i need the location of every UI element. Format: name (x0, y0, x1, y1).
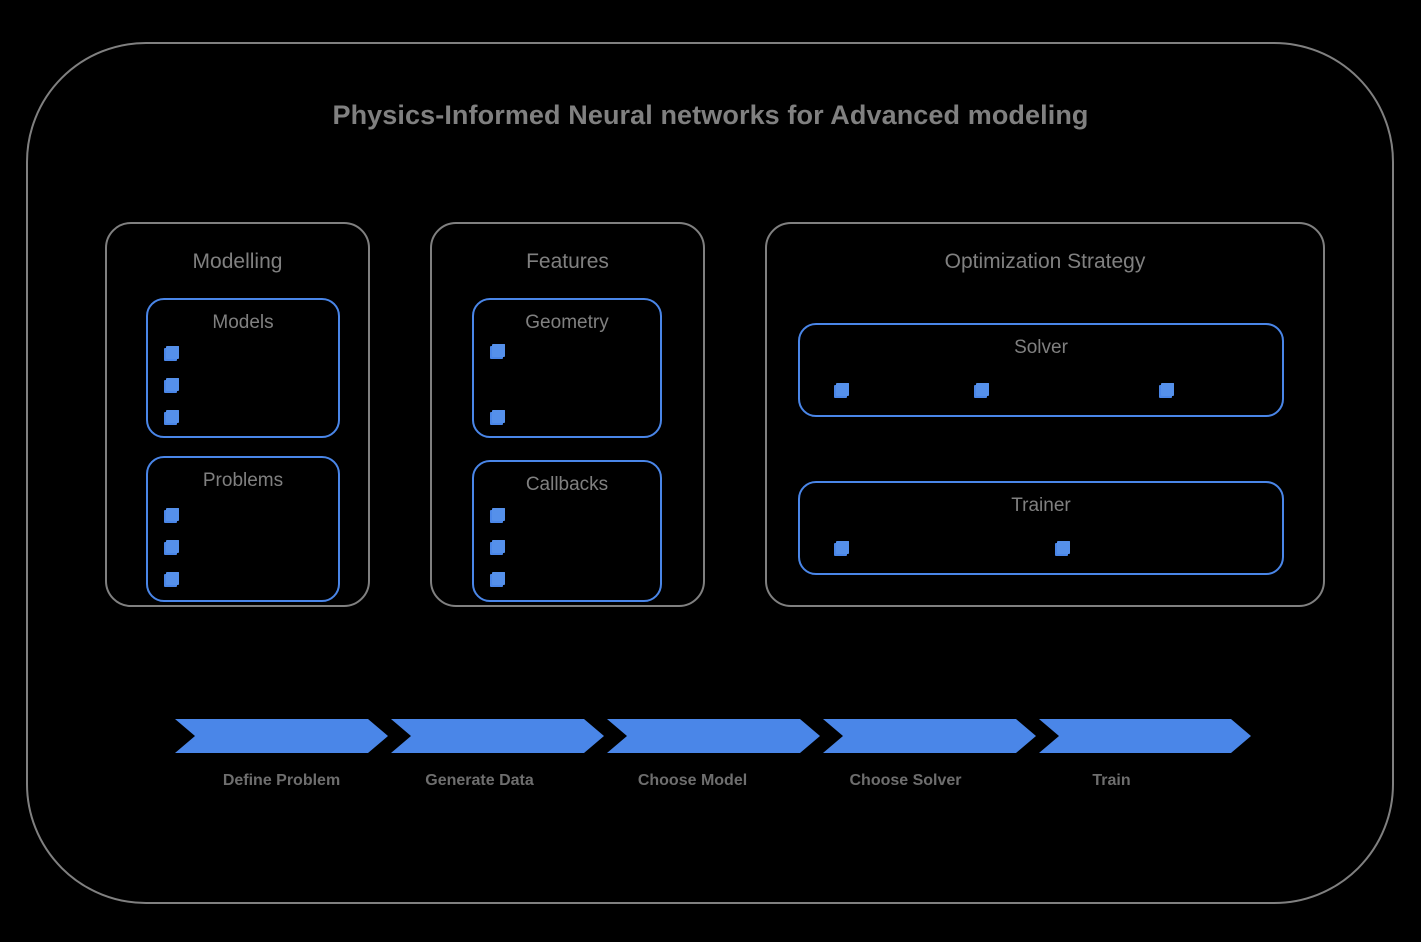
card-title-solver: Solver (1014, 337, 1068, 358)
bullet-item (834, 541, 849, 556)
bullet-item (164, 508, 179, 523)
workflow-chevron-bar (175, 719, 1215, 753)
workflow-step-chevron-5[interactable] (1039, 719, 1251, 753)
workflow-step-chevron-4[interactable] (823, 719, 1036, 753)
bullet-item (164, 346, 179, 361)
group-panel-optimization-strategy[interactable]: Optimization Strategy (765, 222, 1325, 607)
bullet-item (1055, 541, 1070, 556)
bullet-item (490, 572, 505, 587)
workflow-step-label-4: Choose Solver (849, 772, 962, 789)
bullet-item (490, 344, 505, 359)
outer-frame (26, 42, 1394, 904)
bullet-item (164, 572, 179, 587)
workflow-step-chevron-3[interactable] (607, 719, 820, 753)
group-panel-features[interactable]: Features (430, 222, 705, 607)
bullet-item (164, 378, 179, 393)
bullet-item (1159, 383, 1174, 398)
card-solver[interactable]: Solver (798, 323, 1284, 417)
bullet-item (834, 383, 849, 398)
bullet-item (490, 410, 505, 425)
card-title-geometry: Geometry (525, 312, 609, 333)
card-geometry[interactable]: Geometry (472, 298, 662, 438)
group-title-features: Features (526, 250, 609, 273)
card-title-trainer: Trainer (1011, 495, 1071, 516)
workflow-step-label-1: Define Problem (222, 772, 341, 789)
card-title-callbacks: Callbacks (525, 474, 609, 495)
card-callbacks[interactable]: Callbacks (472, 460, 662, 602)
workflow-step-label-2: Generate Data (425, 772, 534, 789)
card-trainer[interactable]: Trainer (798, 481, 1284, 575)
workflow-step-chevron-2[interactable] (391, 719, 604, 753)
bullet-item (490, 540, 505, 555)
bullet-item (490, 508, 505, 523)
workflow-step-label-3: Choose Model (637, 772, 748, 789)
bullet-item (974, 383, 989, 398)
card-models[interactable]: Models (146, 298, 340, 438)
workflow-step-label-5: Train (1092, 772, 1131, 789)
bullet-item (164, 410, 179, 425)
card-problems[interactable]: Problems (146, 456, 340, 602)
group-title-modelling: Modelling (192, 250, 283, 273)
group-title-optimization-strategy: Optimization Strategy (944, 250, 1146, 273)
card-title-problems: Problems (202, 470, 284, 491)
bullet-item (164, 540, 179, 555)
card-title-models: Models (212, 312, 274, 333)
workflow-step-chevron-1[interactable] (175, 719, 388, 753)
page-title: Physics-Informed Neural networks for Adv… (332, 100, 1089, 130)
group-panel-modelling[interactable]: Modelling (105, 222, 370, 607)
